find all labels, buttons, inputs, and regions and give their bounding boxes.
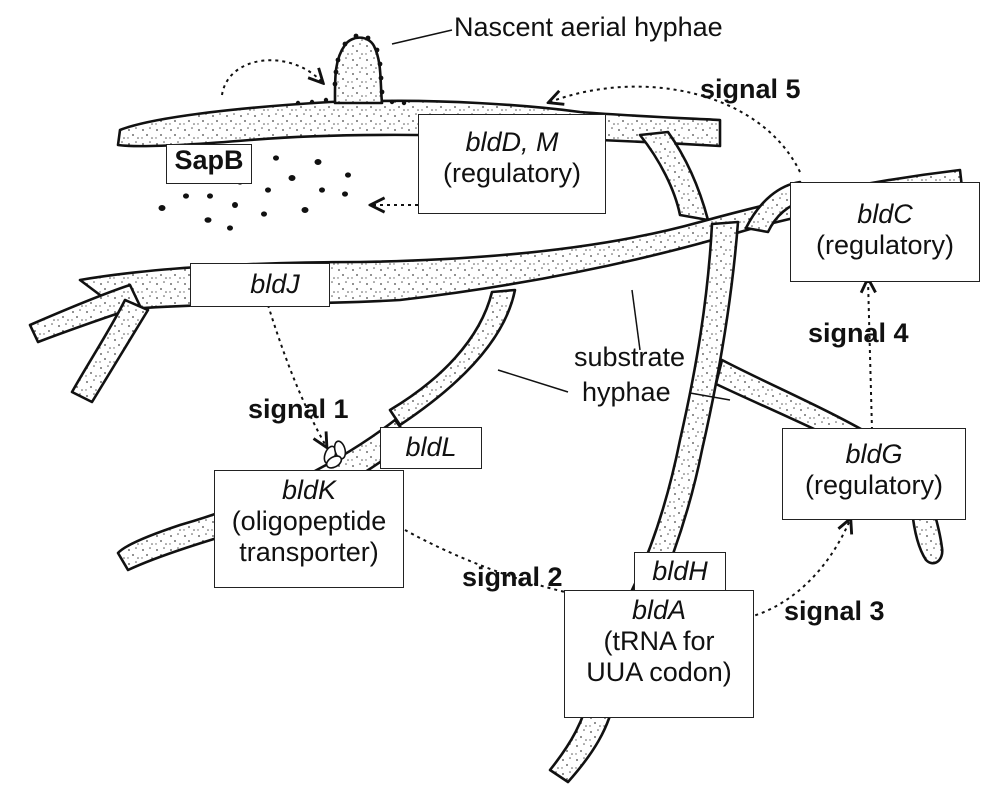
leader-substrate-left bbox=[498, 370, 568, 392]
bldK-role-line1: (oligopeptide bbox=[215, 506, 403, 537]
signal-4-label: signal 4 bbox=[808, 318, 909, 349]
substrate-label-line1: substrate bbox=[574, 342, 685, 373]
bldJ-name: bldJ bbox=[250, 269, 300, 299]
substrate-label-line2: hyphae bbox=[582, 377, 671, 408]
long-diagonal-hypha bbox=[632, 222, 738, 600]
bldK-name: bldK bbox=[215, 475, 403, 506]
bldG-role: (regulatory) bbox=[783, 470, 965, 501]
bldG-name: bldG bbox=[783, 439, 965, 470]
nascent-aerial-hyphae-label: Nascent aerial hyphae bbox=[454, 12, 723, 43]
bldL-name: bldL bbox=[405, 432, 456, 462]
sapb-box: SapB bbox=[166, 144, 252, 184]
bldL-box: bldL bbox=[380, 427, 482, 469]
bldH-name: bldH bbox=[652, 556, 708, 586]
bldA-role-line2: UUA codon) bbox=[565, 657, 753, 688]
bldD-role: (regulatory) bbox=[419, 158, 605, 189]
leader-substrate-top bbox=[632, 290, 640, 350]
bldA-box: bldA (tRNA for UUA codon) bbox=[564, 590, 754, 718]
bldK-role-line2: transporter) bbox=[215, 537, 403, 568]
bldH-box: bldH bbox=[634, 552, 726, 592]
bldK-box: bldK (oligopeptide transporter) bbox=[214, 470, 404, 588]
bldA-role-line1: (tRNA for bbox=[565, 626, 753, 657]
signal-1-label: signal 1 bbox=[248, 394, 349, 425]
branch-to-bldK bbox=[390, 290, 515, 425]
bldC-role: (regulatory) bbox=[791, 230, 979, 261]
leader-nascent bbox=[392, 30, 452, 44]
bldD-box: bldD, M (regulatory) bbox=[418, 114, 606, 214]
bldD-name: bldD, M bbox=[419, 127, 605, 158]
aerial-hypha bbox=[335, 38, 382, 103]
sapb-label: SapB bbox=[174, 145, 243, 175]
bldJ-box: bldJ bbox=[190, 263, 330, 307]
bldA-name: bldA bbox=[565, 595, 753, 626]
bldG-box: bldG (regulatory) bbox=[782, 428, 966, 520]
bldC-name: bldC bbox=[791, 199, 979, 230]
signal-2-label: signal 2 bbox=[462, 562, 563, 593]
bldC-box: bldC (regulatory) bbox=[790, 182, 980, 282]
signal-5-label: signal 5 bbox=[700, 74, 801, 105]
signal-3-label: signal 3 bbox=[784, 596, 885, 627]
arrow-signal4 bbox=[868, 280, 872, 430]
arrow-sapb-to-aerial bbox=[222, 60, 322, 95]
